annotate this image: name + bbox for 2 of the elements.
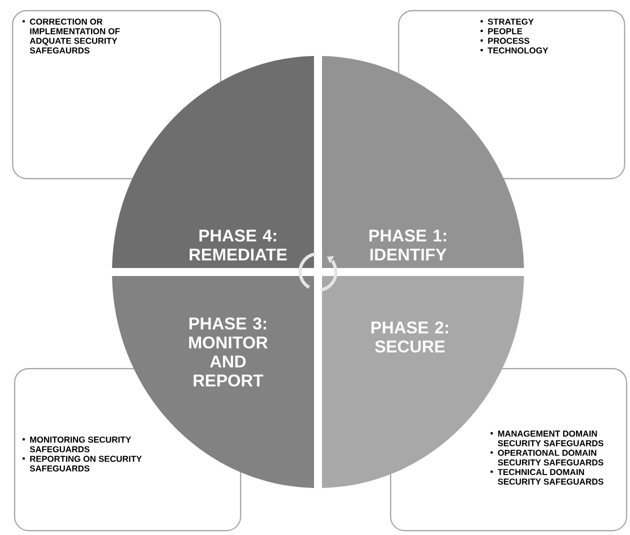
quadrant-segment: PHASE 4: REMEDIATE <box>112 56 314 268</box>
quadrant-segment: PHASE 1: IDENTIFY <box>322 56 524 268</box>
